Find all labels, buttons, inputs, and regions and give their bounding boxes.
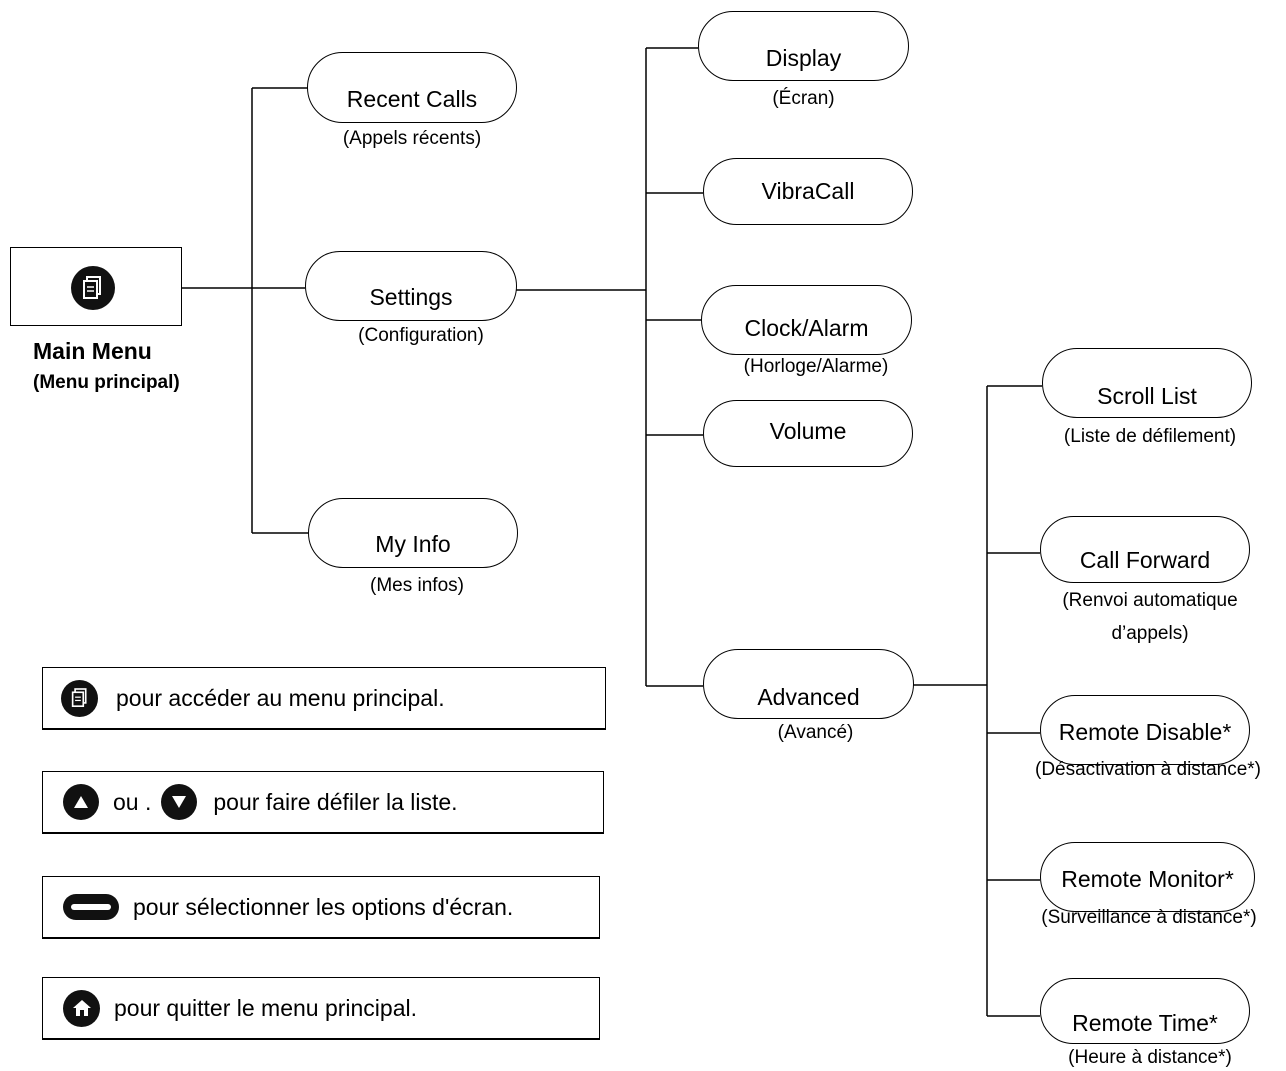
node-clock-alarm[interactable]: Clock/Alarm — [701, 285, 912, 355]
soft-key-icon — [63, 894, 119, 920]
node-settings[interactable]: Settings — [305, 251, 517, 321]
node-label: Recent Calls — [346, 86, 478, 112]
node-sub-clock-alarm: (Horloge/Alarme) — [743, 356, 889, 377]
node-recent-calls[interactable]: Recent Calls — [307, 52, 517, 123]
node-my-info[interactable]: My Info — [308, 498, 518, 568]
main-menu-subtitle: (Menu principal) — [33, 372, 180, 393]
node-sub-remote-monitor: (Surveillance à distance*) — [1041, 907, 1257, 928]
node-label: Scroll List — [1097, 382, 1197, 409]
up-arrow-icon — [63, 784, 99, 820]
main-menu-box[interactable] — [10, 247, 182, 326]
node-remote-disable[interactable]: Remote Disable* — [1040, 695, 1250, 765]
node-label: Clock/Alarm — [744, 314, 869, 341]
menu-icon — [71, 266, 115, 310]
legend-soft-key: pour sélectionner les options d'écran. — [42, 876, 600, 939]
down-arrow-icon — [161, 784, 198, 820]
legend-text: pour quitter le menu principal. — [114, 994, 417, 1021]
node-vibracall[interactable]: VibraCall — [703, 158, 913, 225]
node-sub-call-forward-line1: (Renvoi automatique — [1062, 590, 1238, 611]
node-display[interactable]: Display — [698, 11, 909, 81]
node-advanced[interactable]: Advanced — [703, 649, 914, 719]
legend-text: pour sélectionner les options d'écran. — [133, 893, 514, 920]
legend-mid-text: ou . — [113, 788, 152, 815]
node-sub-settings: (Configuration) — [358, 325, 484, 346]
node-sub-scroll-list: (Liste de défilement) — [1063, 426, 1237, 447]
node-label: Remote Disable* — [1058, 718, 1232, 745]
node-sub-call-forward-line2: d’appels) — [1111, 623, 1189, 644]
node-remote-time[interactable]: Remote Time* — [1040, 978, 1250, 1044]
node-label: Display — [765, 44, 842, 71]
node-label: Call Forward — [1079, 547, 1211, 573]
node-label: Settings — [369, 283, 453, 310]
node-sub-my-info: (Mes infos) — [370, 575, 464, 596]
node-label: My Info — [375, 530, 451, 557]
node-volume[interactable]: Volume — [703, 400, 913, 467]
home-icon — [63, 989, 100, 1027]
legend-home: pour quitter le menu principal. — [42, 977, 600, 1040]
node-sub-recent-calls: (Appels récents) — [342, 128, 482, 149]
menu-icon — [61, 679, 98, 717]
node-label: Remote Time* — [1072, 1009, 1218, 1036]
legend-scroll: ou . pour faire défiler la liste. — [42, 771, 604, 834]
node-sub-remote-disable: (Désactivation à distance*) — [1035, 759, 1261, 780]
node-sub-display: (Écran) — [772, 88, 835, 109]
node-scroll-list[interactable]: Scroll List — [1042, 348, 1252, 418]
node-sub-remote-time: (Heure à distance*) — [1068, 1047, 1232, 1068]
legend-text: pour accéder au menu principal. — [116, 684, 445, 711]
node-sub-advanced: (Avancé) — [777, 722, 854, 743]
node-label: Advanced — [757, 683, 860, 710]
legend-text: pour faire défiler la liste. — [213, 788, 458, 815]
node-call-forward[interactable]: Call Forward — [1040, 516, 1250, 583]
node-label: Remote Monitor* — [1061, 865, 1234, 892]
node-remote-monitor[interactable]: Remote Monitor* — [1040, 842, 1255, 912]
node-label: Volume — [769, 418, 847, 444]
main-menu-title: Main Menu — [33, 338, 152, 364]
legend-menu: pour accéder au menu principal. — [42, 667, 606, 730]
node-label: VibraCall — [761, 178, 855, 204]
